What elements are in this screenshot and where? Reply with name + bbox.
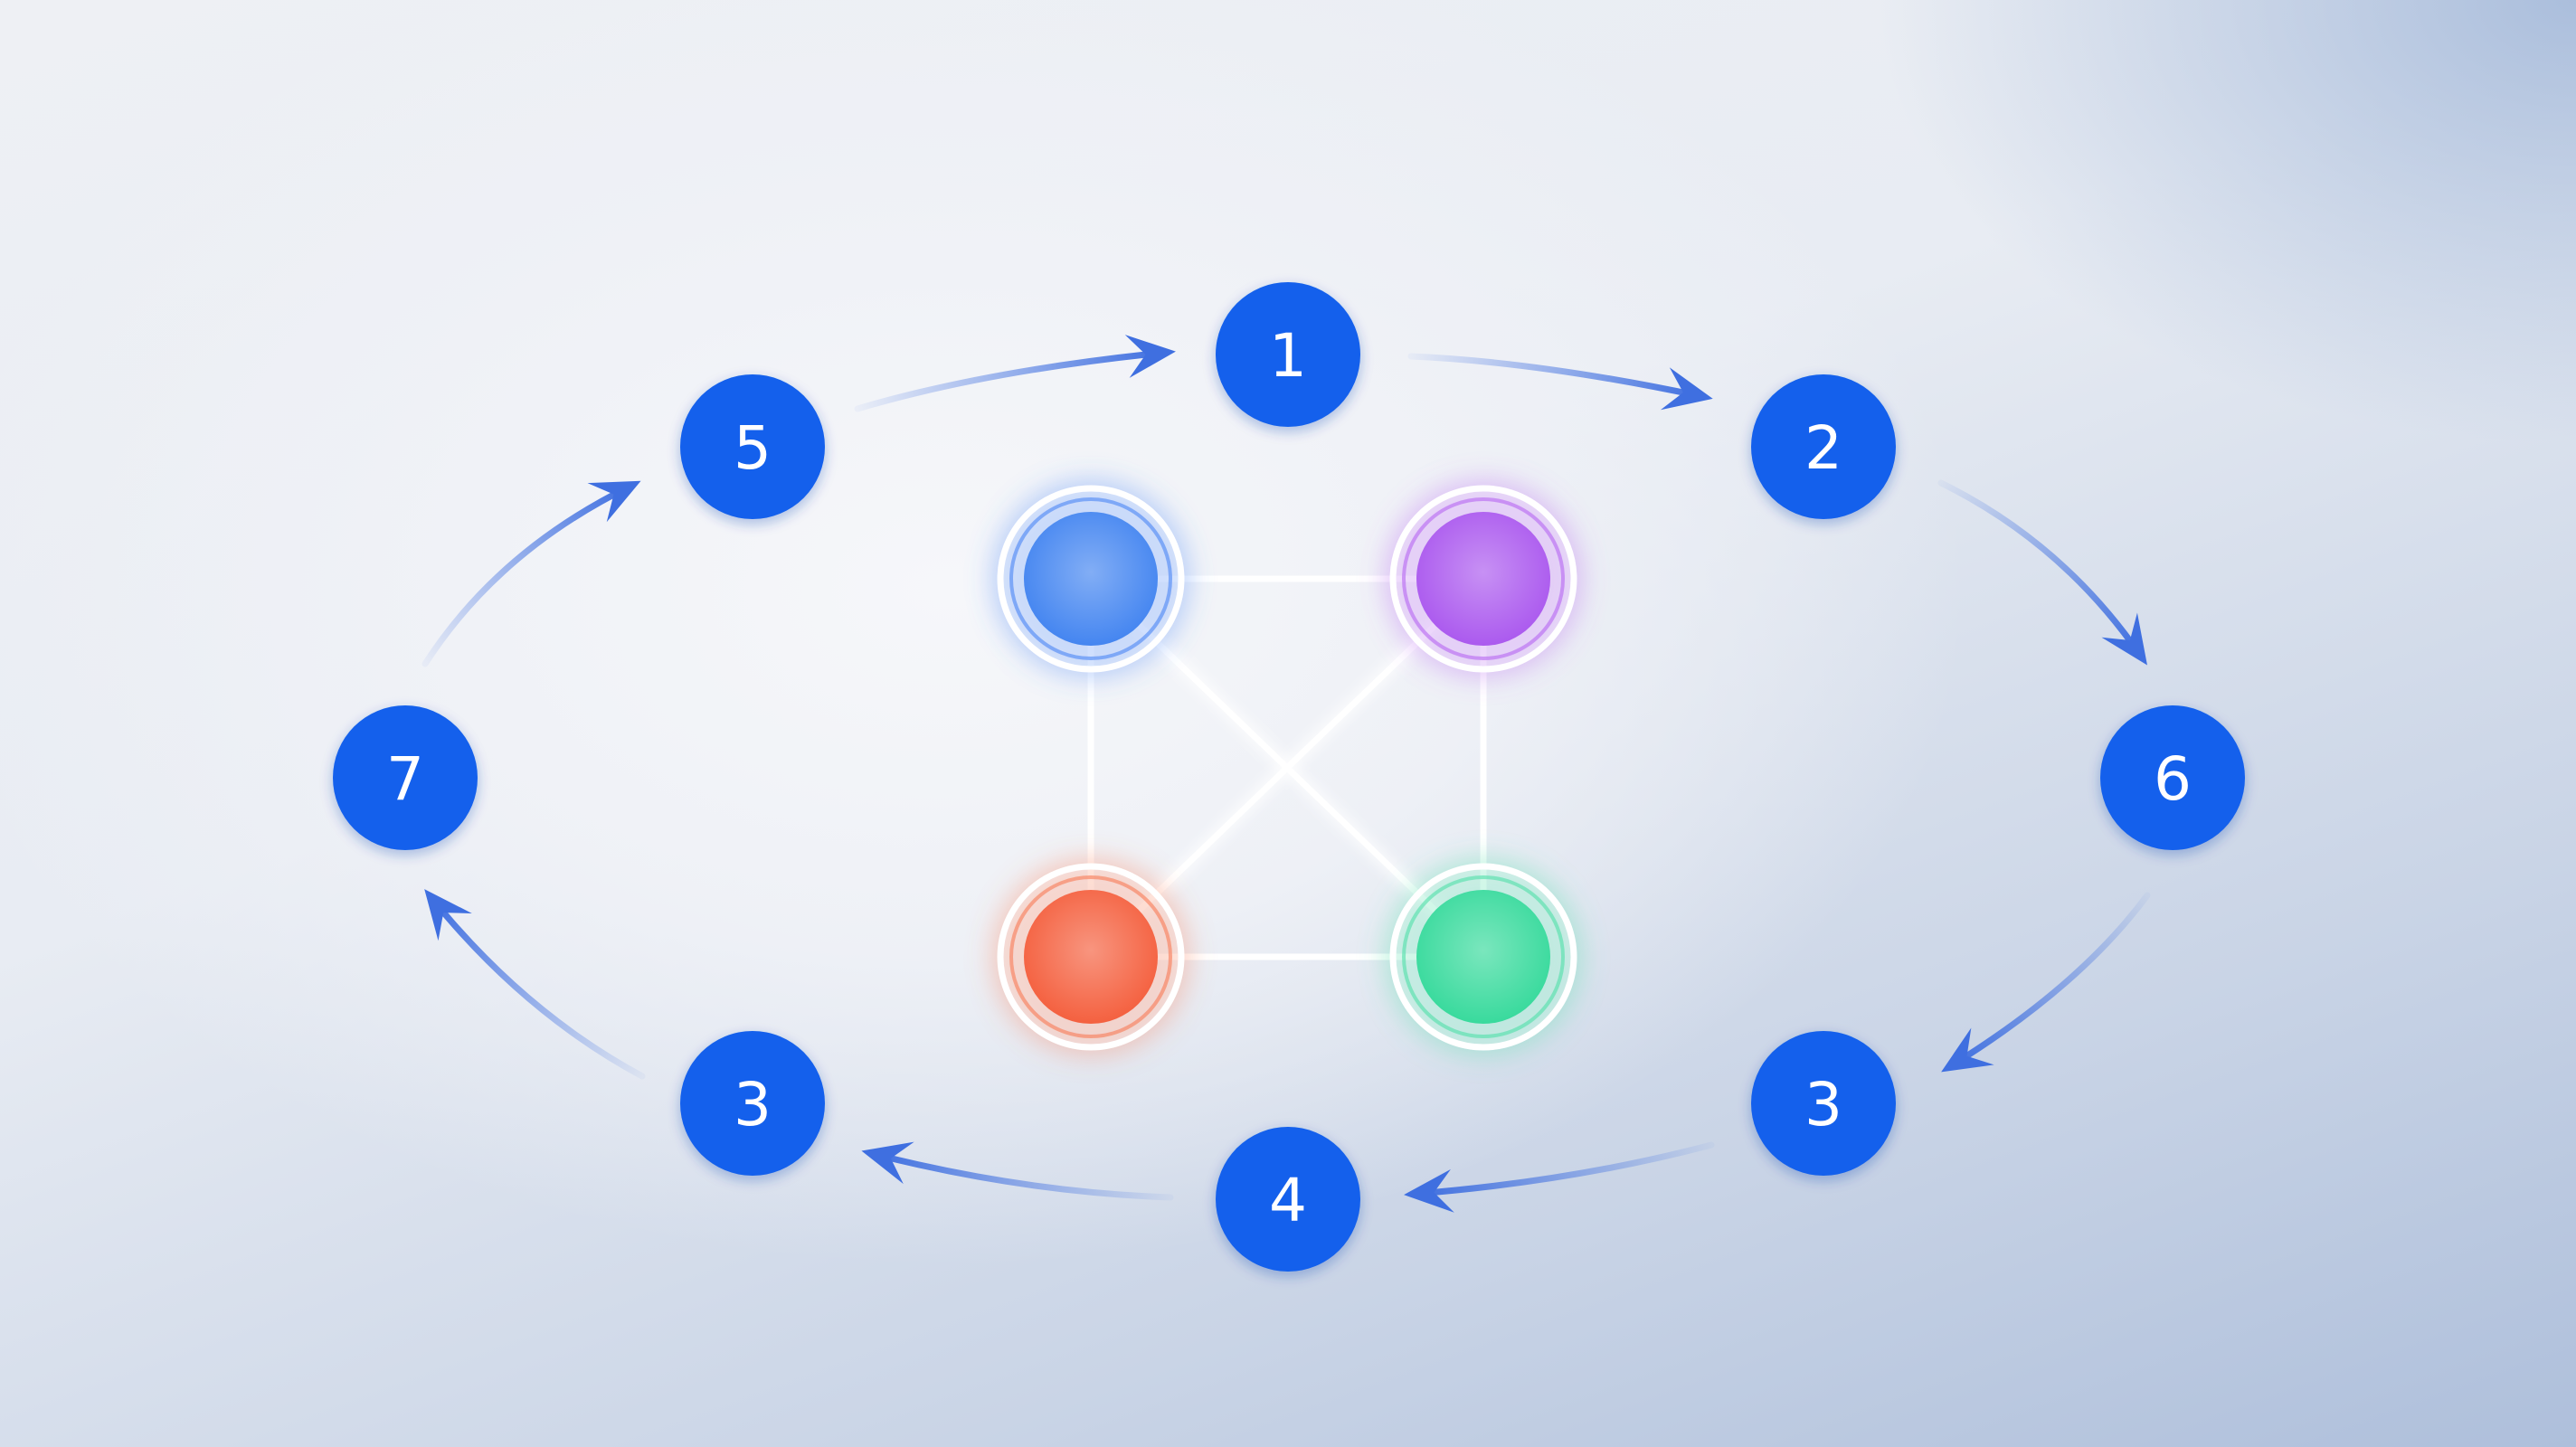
cycle-arrow [421, 480, 641, 667]
step-circle [1216, 1127, 1360, 1272]
network-nodes [991, 479, 1583, 1056]
cycle-step-6: 6 [2098, 705, 2247, 856]
cycle-steps: 1 2 6 3 4 3 7 5 [331, 282, 2247, 1278]
step-number: 1 [1269, 321, 1307, 391]
step-number: 2 [1804, 413, 1842, 483]
step-number: 7 [386, 744, 424, 814]
arrowhead [587, 480, 641, 523]
step-number: 4 [1269, 1166, 1307, 1235]
cycle-step-7: 7 [331, 705, 479, 856]
cycle-step-1: 1 [1214, 282, 1362, 433]
step-circle [2100, 705, 2245, 850]
node-blue [991, 479, 1190, 678]
node-purple [1384, 479, 1583, 678]
cycle-arrow [1941, 892, 2151, 1073]
arrowhead [1660, 367, 1713, 411]
step-circle [1751, 374, 1896, 519]
node-green [1384, 857, 1583, 1056]
step-circle [1216, 282, 1360, 427]
cycle-arrow [424, 889, 646, 1080]
step-number: 3 [1804, 1070, 1842, 1140]
step-number: 3 [734, 1070, 772, 1140]
arrowhead [861, 1141, 914, 1185]
arrowhead [1404, 1168, 1454, 1213]
arrowhead [2101, 612, 2147, 666]
step-circle [680, 1031, 825, 1176]
step-circle [333, 705, 478, 850]
step-circle [680, 374, 825, 519]
arrowhead [424, 889, 472, 941]
arrowhead [1941, 1027, 1994, 1073]
cycle-arrow [1407, 353, 1713, 411]
step-number: 5 [734, 413, 772, 483]
cycle-arrow [1404, 1141, 1715, 1213]
cycle-step-3-left: 3 [678, 1031, 827, 1182]
cycle-arrow [854, 335, 1176, 412]
node-orange [991, 857, 1190, 1056]
cycle-arrows [421, 335, 2151, 1213]
cycle-arrow [861, 1141, 1174, 1201]
cycle-step-4: 4 [1214, 1127, 1362, 1278]
cycle-step-2: 2 [1749, 374, 1898, 525]
cycle-step-3-right: 3 [1749, 1031, 1898, 1182]
step-number: 6 [2154, 744, 2192, 814]
cycle-arrow [1937, 479, 2147, 666]
arrowhead [1124, 335, 1176, 378]
cycle-step-5: 5 [678, 374, 827, 525]
step-circle [1751, 1031, 1896, 1176]
